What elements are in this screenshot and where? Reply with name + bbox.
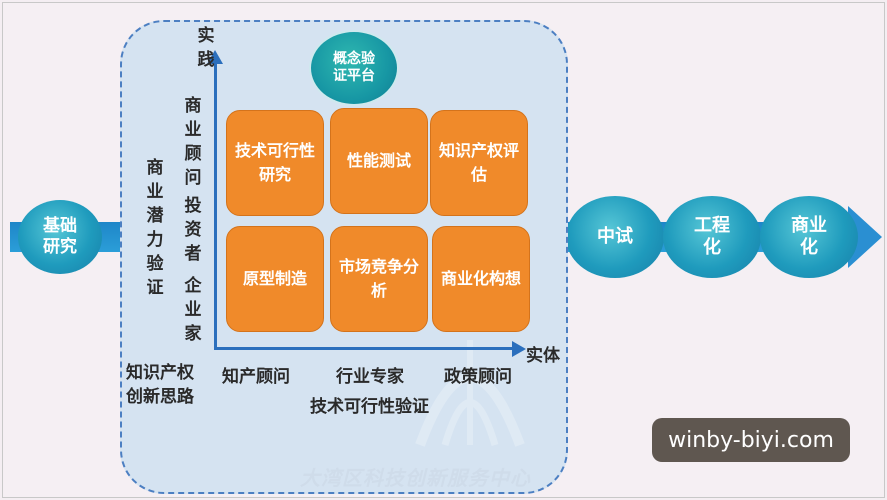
y-axis-title: 实践 (197, 26, 215, 70)
box-label: 性能测试 (346, 151, 411, 170)
faint-bridge-logo (415, 340, 525, 447)
stage-commercialization-label: 商业化 (791, 214, 827, 259)
watermark-badge: winby-biyi.com (652, 418, 850, 462)
box-label: 原型制造 (242, 269, 307, 288)
faint-footer-logo-text: 大湾区科技创新服务中心 (300, 466, 531, 490)
x-axis-line (214, 347, 514, 350)
poc-platform-badge: 概念验证平台 (309, 30, 399, 106)
stage-pilot: 中试 (566, 196, 664, 278)
poc-platform-title: 概念验证平台 (333, 50, 375, 85)
label-tech-feasibility: 技术可行性验证 (310, 397, 429, 417)
label-investor: 投资者 (184, 196, 202, 264)
label-ip-advisor: 知产顾问 (222, 367, 290, 387)
y-axis-arrowhead (207, 50, 223, 64)
box-label: 技术可行性研究 (235, 141, 316, 184)
label-business-advisor: 商业顾问 (184, 96, 202, 188)
label-ip: 知识产权 (126, 363, 194, 383)
box-label: 商业化构想 (441, 269, 522, 288)
x-axis-title: 实体 (526, 346, 560, 366)
box-prototype: 原型制造 (226, 226, 324, 332)
stage-engineering-label: 工程化 (694, 214, 730, 259)
box-label: 市场竞争分析 (339, 257, 420, 300)
stage-commercialization: 商业化 (760, 196, 858, 278)
box-commercial-concept: 商业化构想 (432, 226, 530, 332)
label-innovation-idea: 创新思路 (126, 387, 194, 407)
y-axis-line (214, 62, 217, 350)
box-performance-test: 性能测试 (330, 108, 428, 214)
box-tech-feasibility-study: 技术可行性研究 (226, 110, 324, 216)
box-ip-evaluation: 知识产权评估 (430, 110, 528, 216)
label-entrepreneur: 企业家 (184, 276, 202, 344)
box-market-analysis: 市场竞争分析 (330, 226, 428, 332)
x-axis-arrowhead (512, 341, 526, 357)
stage-engineering: 工程化 (663, 196, 761, 278)
stage-pilot-label: 中试 (597, 225, 633, 247)
stage-basic-research-label: 基础研究 (43, 215, 77, 257)
box-label: 知识产权评估 (439, 141, 520, 184)
stage-basic-research: 基础研究 (18, 200, 102, 274)
label-industry-expert: 行业专家 (336, 367, 404, 387)
label-commercial-potential: 商业潜力验证 (146, 158, 164, 298)
label-policy-advisor: 政策顾问 (444, 367, 512, 387)
